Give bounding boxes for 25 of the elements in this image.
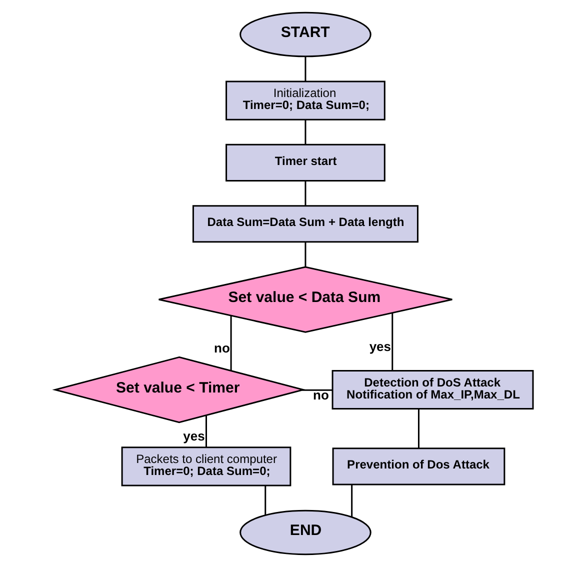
connector xyxy=(304,120,306,144)
edge-label: no xyxy=(214,340,230,356)
connector xyxy=(302,389,332,391)
node-box: Timer start xyxy=(225,144,385,182)
connector xyxy=(304,56,306,82)
connector xyxy=(230,316,232,371)
edge-label: yes xyxy=(368,339,391,354)
connector xyxy=(205,415,206,448)
connector xyxy=(391,312,393,370)
node-ellipse: START xyxy=(239,12,371,58)
node-box: Initialization Timer=0; Data Sum=0; xyxy=(225,80,385,120)
connector xyxy=(417,409,419,448)
node-box: Data Sum=Data Sum + Data length xyxy=(192,205,418,243)
node-diamond: Set value < Data Sum xyxy=(158,266,452,333)
node-box: Detection of DoS Attack Notification of Max_IP,Max_DL xyxy=(331,370,534,410)
node-diamond: Set value < Timer xyxy=(52,356,306,424)
connector xyxy=(264,486,266,515)
connector xyxy=(350,484,352,517)
edge-label: yes xyxy=(182,428,204,444)
node-ellipse: END xyxy=(239,510,371,556)
connector xyxy=(304,242,306,267)
connector xyxy=(304,181,306,206)
node-box: Packets to client computer Timer=0; Data Sum=0; xyxy=(120,446,291,486)
edge-label: no xyxy=(312,388,328,403)
node-box: Prevention of Dos Attack xyxy=(332,448,505,486)
